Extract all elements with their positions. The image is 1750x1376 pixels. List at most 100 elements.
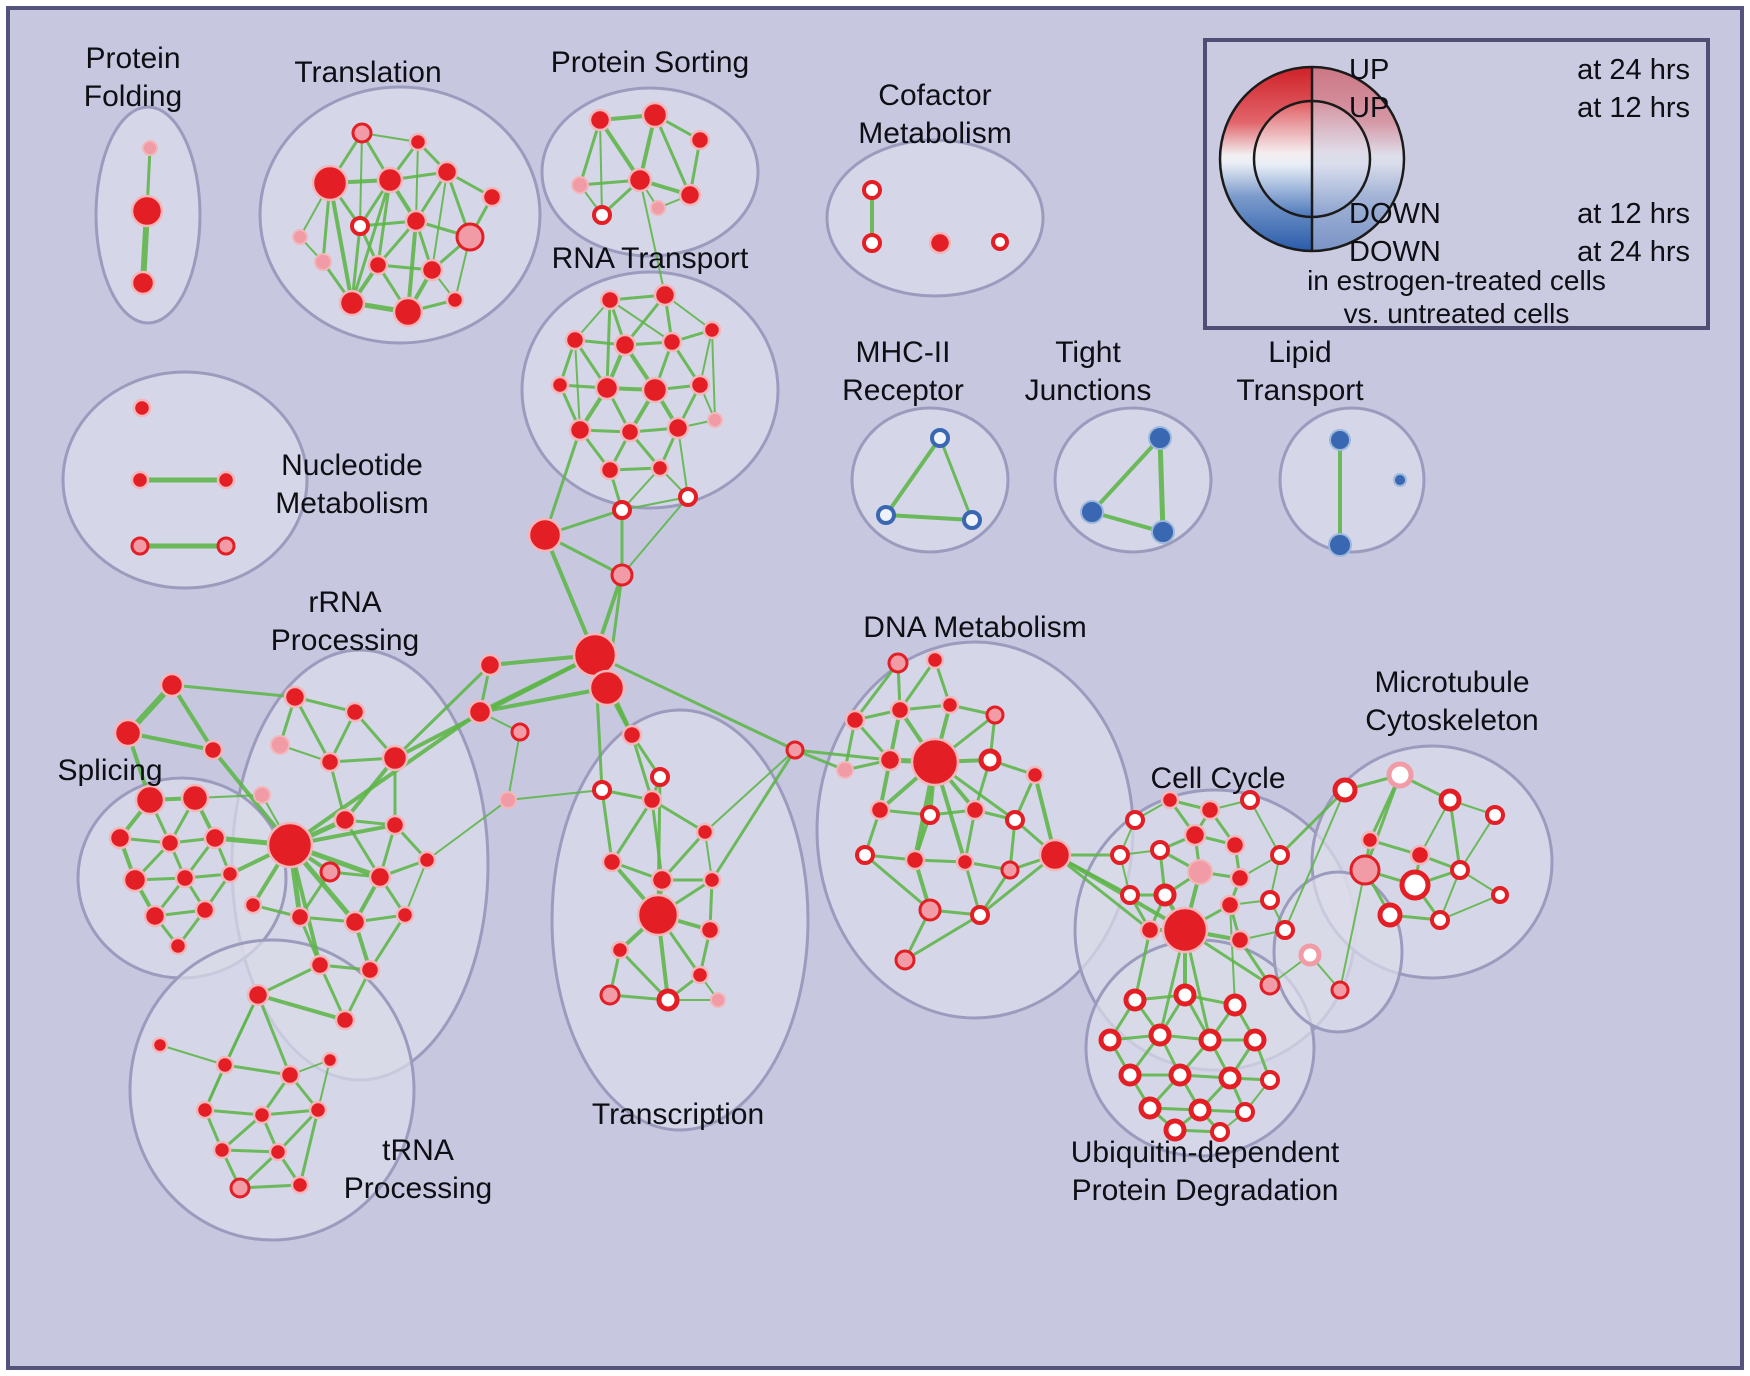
network-node: [650, 767, 670, 787]
network-node: [918, 898, 942, 922]
network-edge: [938, 436, 974, 522]
network-node: [1430, 910, 1450, 930]
network-node: [1332, 777, 1358, 803]
network-node: [991, 233, 1009, 251]
network-node: [220, 864, 240, 884]
network-node: [1163, 1118, 1187, 1142]
network-node: [246, 983, 270, 1007]
cluster-ellipse-lipid-transport: [1278, 406, 1426, 554]
network-edge: [170, 683, 297, 699]
network-node: [601, 851, 623, 873]
network-node: [229, 1177, 251, 1199]
network-node: [641, 376, 669, 404]
network-node: [467, 699, 493, 725]
network-edge: [1278, 788, 1347, 857]
network-node: [367, 254, 389, 276]
network-node: [1098, 1028, 1122, 1052]
network-node: [368, 865, 392, 889]
network-node: [1218, 1066, 1242, 1090]
network-node: [1260, 1070, 1280, 1090]
legend-donut-fade: [1312, 67, 1404, 251]
network-node: [283, 685, 307, 709]
network-edge: [288, 710, 482, 847]
network-node: [130, 194, 164, 228]
network-node: [130, 270, 156, 296]
network-node: [1224, 834, 1246, 856]
network-edge: [256, 993, 347, 1022]
network-node: [243, 895, 263, 915]
network-node: [1198, 1028, 1222, 1052]
cluster-ellipse-intermediate: [1272, 870, 1404, 1034]
network-node: [216, 470, 236, 490]
network-node: [174, 867, 196, 889]
cluster-label-nucleotide-metabolism: Metabolism: [275, 487, 428, 520]
network-node: [216, 536, 236, 556]
network-edge: [1249, 799, 1281, 856]
cluster-label-ubiquitin-degradation: Ubiquitin-dependent: [1071, 1136, 1340, 1169]
network-node: [653, 283, 677, 307]
network-edge: [328, 181, 354, 305]
network-node: [978, 748, 1002, 772]
network-node: [108, 826, 132, 850]
network-node: [1110, 845, 1130, 865]
network-node: [689, 374, 711, 396]
cluster-label-cofactor-metabolism: Cofactor: [878, 79, 991, 112]
network-edge: [903, 913, 982, 962]
network-node: [1360, 830, 1380, 850]
network-node: [588, 669, 626, 707]
network-node: [588, 108, 612, 132]
network-edge: [599, 119, 603, 216]
network-node: [510, 722, 530, 742]
network-edge: [159, 1044, 226, 1066]
network-node: [876, 505, 896, 525]
network-edge: [293, 695, 332, 764]
network-node: [343, 910, 367, 934]
network-node: [142, 140, 158, 156]
network-node: [1229, 929, 1251, 951]
network-node: [381, 744, 409, 772]
network-node: [292, 229, 308, 245]
network-node: [844, 709, 866, 731]
legend-caption-line2: vs. untreated cells: [1343, 298, 1570, 329]
legend-row-up-24: UP at 24 hrs: [1349, 54, 1690, 87]
network-node: [435, 160, 459, 184]
network-node: [314, 253, 332, 271]
legend-time-label: at 12 hrs: [1577, 92, 1690, 124]
network-edge: [298, 1108, 320, 1187]
network-edge: [621, 496, 689, 576]
legend-row-down-24: DOWN at 24 hrs: [1349, 236, 1690, 269]
network-node: [661, 331, 683, 353]
cluster-label-mhc2-receptor: MHC-II: [856, 336, 951, 369]
network-edge: [543, 428, 582, 537]
network-edge: [704, 749, 796, 833]
network-node: [215, 1055, 235, 1075]
cluster-label-lipid-transport: Lipid: [1268, 336, 1331, 369]
network-node: [656, 988, 680, 1012]
network-node: [1329, 429, 1351, 451]
network-node: [338, 289, 366, 317]
network-edge: [1053, 853, 1187, 932]
network-node: [650, 200, 666, 216]
network-edge: [609, 299, 673, 343]
network-node: [130, 470, 150, 490]
network-edge: [426, 799, 509, 861]
network-node: [311, 164, 349, 202]
network-node: [925, 650, 945, 670]
network-node: [599, 289, 621, 311]
network-node: [134, 784, 166, 816]
network-node: [1270, 845, 1290, 865]
network-node: [202, 739, 224, 761]
legend-caption-line1: in estrogen-treated cells: [1307, 265, 1606, 296]
network-node: [1000, 860, 1020, 880]
network-node: [1409, 844, 1431, 866]
network-node: [1259, 974, 1281, 996]
network-edge: [478, 686, 609, 714]
network-node: [395, 905, 415, 925]
network-node: [910, 737, 960, 787]
network-node: [550, 375, 570, 395]
network-node: [270, 735, 290, 755]
network-node: [404, 209, 428, 233]
network-node: [702, 870, 722, 890]
network-edge: [203, 1108, 264, 1117]
